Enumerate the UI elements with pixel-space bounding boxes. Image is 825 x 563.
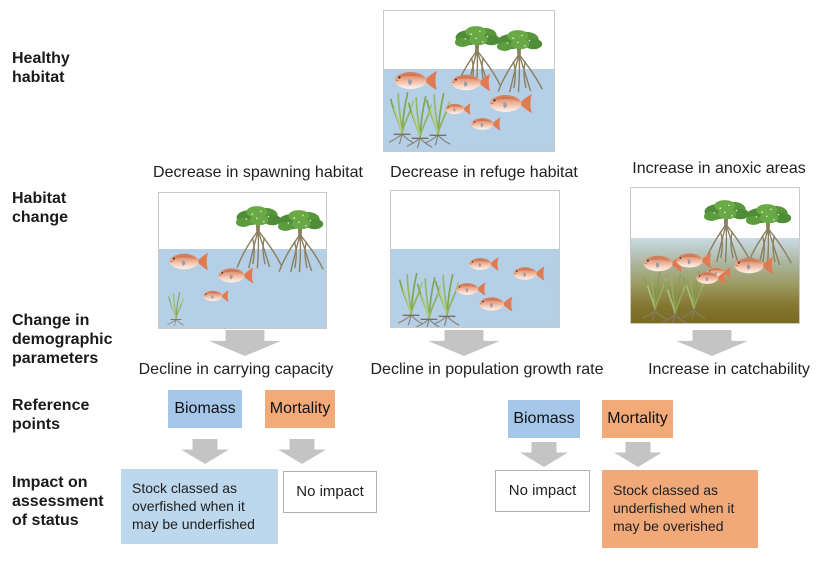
impact-underfished-box: Stock classed as underfished when it may… — [602, 470, 758, 548]
down-arrow-icon — [614, 442, 662, 467]
spawning-habitat-scene — [159, 205, 326, 328]
spawning-habitat-panel — [158, 192, 327, 329]
impact-overfished-box: Stock classed as overfished when it may … — [121, 469, 278, 544]
healthy-habitat-scene — [384, 25, 554, 151]
mortality-box: Mortality — [265, 390, 335, 428]
refuge-habitat-scene — [391, 249, 559, 327]
biomass-box: Biomass — [168, 390, 242, 428]
biomass-box: Biomass — [508, 400, 580, 438]
impact-no-impact-box: No impact — [283, 471, 377, 513]
down-arrow-icon — [676, 330, 748, 356]
healthy-habitat-panel — [383, 10, 555, 152]
column-title-anoxic: Increase in anoxic areas — [632, 160, 806, 177]
anoxic-areas-scene — [631, 199, 799, 323]
impact-no-impact-box: No impact — [495, 470, 590, 512]
row-label-reference-points: Reference points — [12, 397, 90, 433]
row-label-habitat-change: Habitat change — [12, 190, 69, 226]
anoxic-areas-panel — [630, 187, 800, 324]
down-arrow-icon — [428, 330, 500, 356]
parameter-growth-rate: Decline in population growth rate — [370, 361, 604, 378]
down-arrow-icon — [278, 439, 326, 464]
row-label-healthy-habitat: Healthy habitat — [12, 50, 70, 86]
down-arrow-icon — [520, 442, 568, 467]
parameter-carrying-capacity: Decline in carrying capacity — [138, 361, 334, 378]
mortality-box: Mortality — [602, 400, 673, 438]
parameter-catchability: Increase in catchability — [648, 361, 810, 378]
refuge-habitat-panel — [390, 190, 560, 328]
down-arrow-icon — [181, 439, 229, 464]
column-title-spawning: Decrease in spawning habitat — [153, 164, 363, 181]
down-arrow-icon — [209, 330, 281, 356]
row-label-demographic: Change in demographic parameters — [12, 312, 113, 367]
row-label-impact-assessment: Impact on assessment of status — [12, 474, 104, 529]
column-title-refuge: Decrease in refuge habitat — [390, 164, 578, 181]
